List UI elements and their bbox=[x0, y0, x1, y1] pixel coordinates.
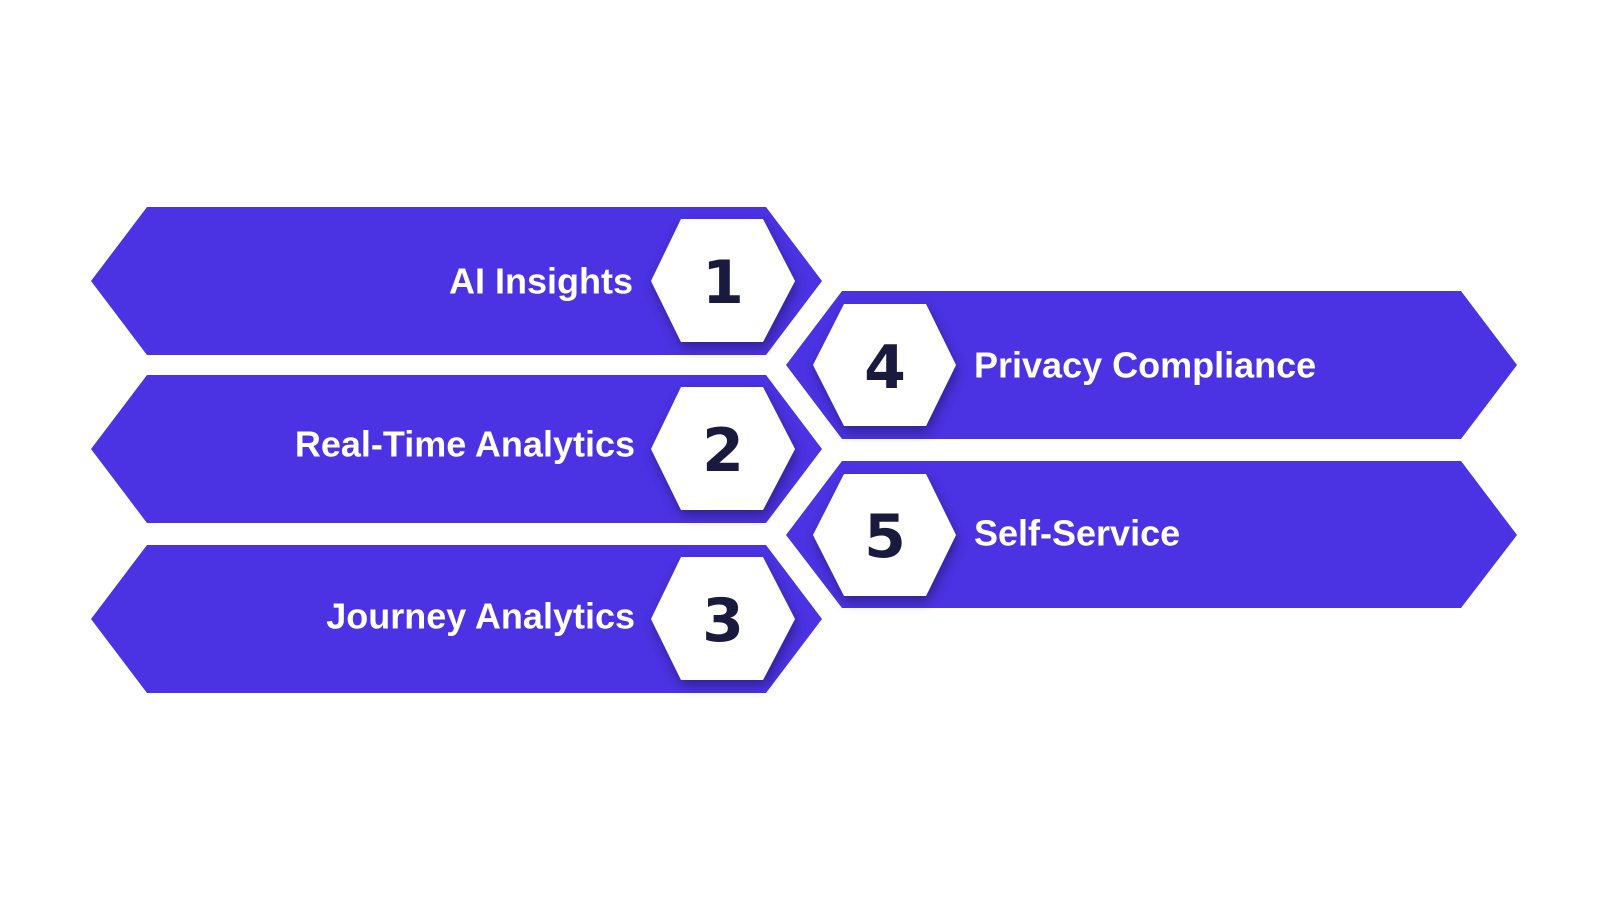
item-4-label: Privacy Compliance bbox=[974, 345, 1316, 386]
item-3-band bbox=[91, 545, 822, 693]
item-1: 1 AI Insights bbox=[91, 207, 822, 355]
item-1-band bbox=[91, 207, 822, 355]
item-4-band bbox=[786, 291, 1517, 439]
item-3-number-hexagon bbox=[651, 557, 795, 680]
item-3-number: 3 bbox=[702, 586, 744, 656]
item-5-number: 5 bbox=[864, 502, 906, 572]
item-2-number-hexagon bbox=[651, 387, 795, 510]
item-2-number: 2 bbox=[702, 416, 744, 486]
item-2-band bbox=[91, 375, 822, 523]
item-1-number-hexagon bbox=[651, 219, 795, 342]
item-4-number: 4 bbox=[864, 333, 906, 403]
item-3: 3 Journey Analytics bbox=[91, 545, 822, 693]
item-1-label: AI Insights bbox=[449, 261, 633, 302]
item-1-number: 1 bbox=[702, 248, 744, 318]
item-5-number-hexagon bbox=[813, 474, 956, 596]
item-5-band bbox=[786, 461, 1517, 608]
item-5: 5 Self-Service bbox=[786, 461, 1517, 608]
item-2: 2 Real-Time Analytics bbox=[91, 375, 822, 523]
item-5-label: Self-Service bbox=[974, 513, 1180, 554]
item-3-label: Journey Analytics bbox=[326, 596, 635, 637]
item-2-label: Real-Time Analytics bbox=[295, 424, 635, 465]
item-4-number-hexagon bbox=[813, 304, 956, 426]
item-4: 4 Privacy Compliance bbox=[786, 291, 1517, 439]
